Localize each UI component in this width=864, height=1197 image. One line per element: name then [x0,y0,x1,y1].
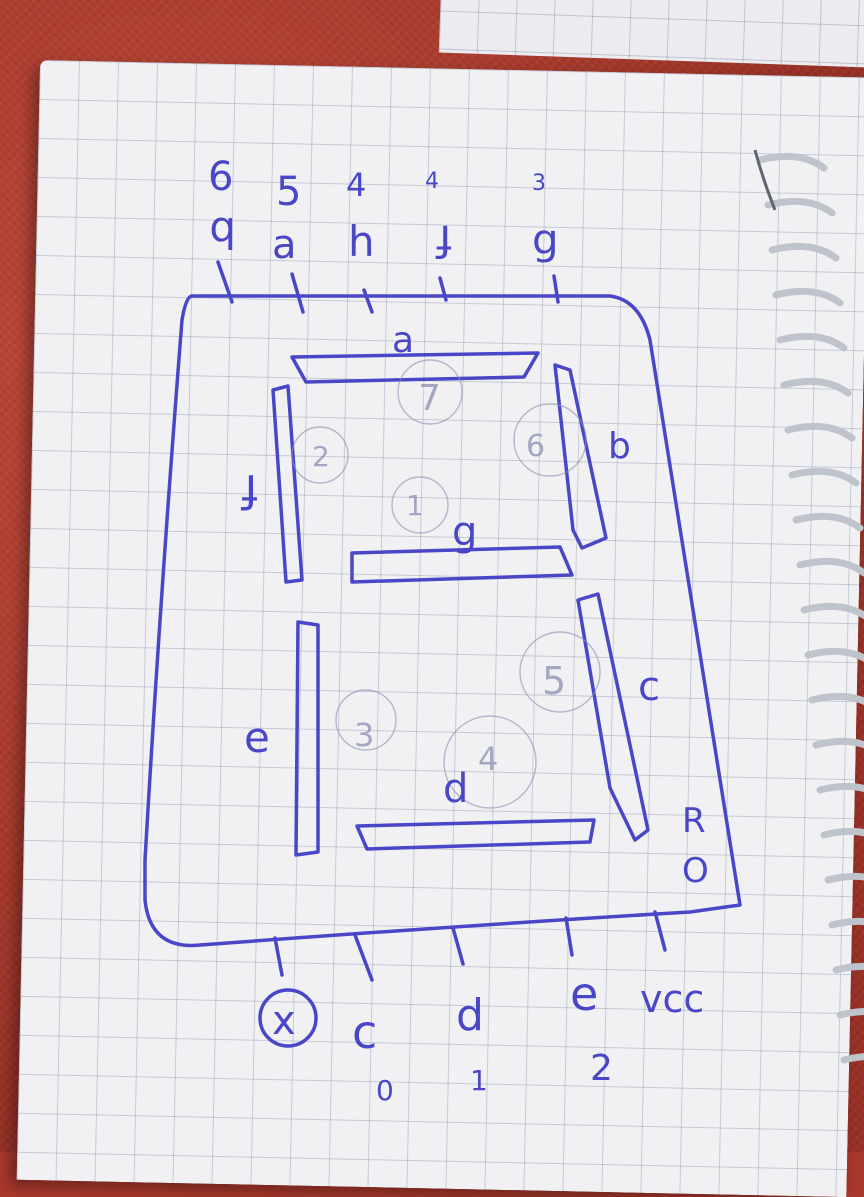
pencil-number-circles [291,359,601,809]
spiral-binding [753,149,864,1064]
pin-label: d [456,990,484,1041]
seven-segment-sketch: a b c d e f g 7 6 5 4 3 2 1 6 b 5 a 4 h … [143,149,864,1107]
bottom-pin-leads [273,910,667,982]
pin-index: 0 [376,1074,394,1107]
pin-label: c [352,1005,377,1059]
segment-d [355,818,596,851]
pin-number: 3 [532,171,546,196]
segment-g [350,545,574,584]
pin-label: x [272,998,296,1044]
segment-label-b: b [608,426,631,467]
display-outline [143,294,742,948]
pin-label: h [348,217,375,266]
segment-b [553,363,608,550]
segment-number-b: 6 [526,429,545,464]
corner-label-line: O [682,851,709,891]
segment-label-f: f [240,464,258,518]
segment-f [271,384,304,584]
segment-number-a: 7 [418,378,441,419]
segment-number-d: 4 [478,740,498,778]
segment-label-d: d [443,766,468,812]
pin-label: g [532,215,559,264]
segment-c [576,592,650,842]
x-pin-circle [258,988,318,1048]
pin-number: 4 [346,166,366,204]
corner-label: R O [682,801,716,891]
pin-number: 4 [425,169,439,194]
bottom-pin-labels: x c 0 d 1 e 2 vcc [258,967,704,1107]
pin-label: e [570,967,598,1021]
pin-label: a [272,222,297,268]
segment-label-g: g [452,509,477,555]
pin-label: vcc [640,977,704,1021]
corner-label-line: R [682,801,706,841]
segment-number-c: 5 [542,659,566,703]
pin-label: f [435,215,452,266]
pin-number: 6 [208,154,233,200]
pin-label: b [209,208,236,257]
segment-a [290,351,540,384]
pin-number: 5 [276,169,301,215]
segment-number-e: 3 [354,716,374,754]
pin-index: 2 [590,1048,613,1089]
segment-e [294,620,320,857]
segment-number-g: 1 [406,489,424,522]
segment-label-e: e [244,713,270,762]
top-pin-leads [216,260,560,314]
segment-label-a: a [392,320,414,361]
pin-index: 1 [470,1064,488,1097]
segment-label-c: c [638,664,660,710]
segment-number-f: 2 [312,440,330,473]
top-pin-labels: 6 b 5 a 4 h 4 f 3 g [208,154,559,268]
